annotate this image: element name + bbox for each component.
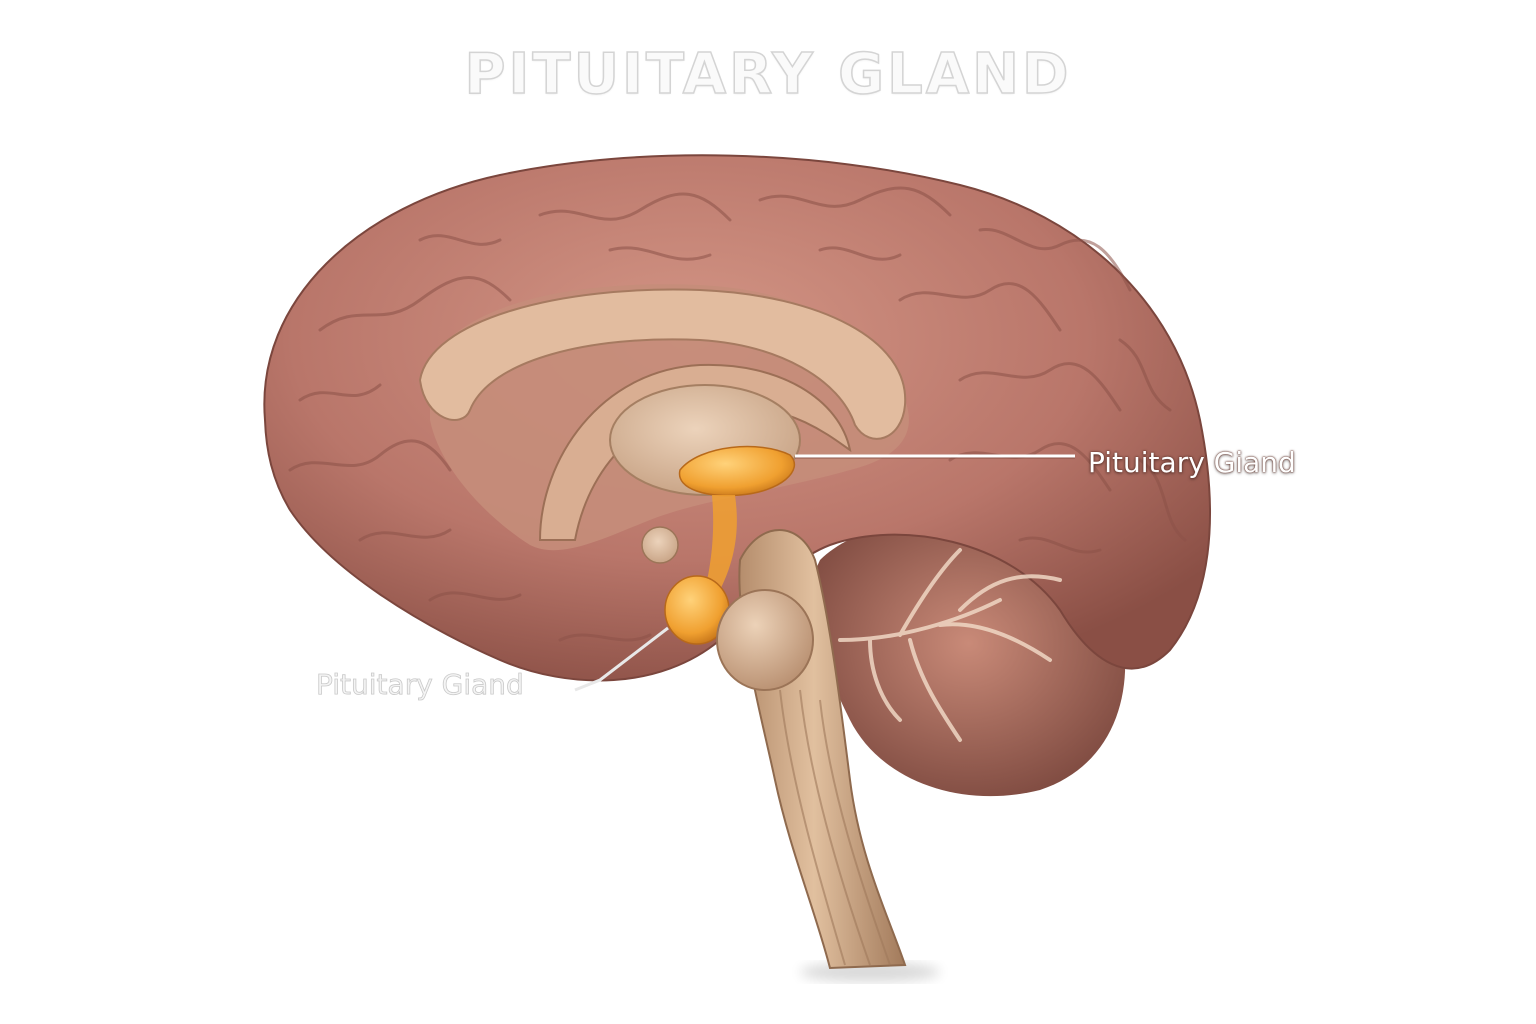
mammillary-body [641,526,679,564]
corpus-callosum [418,288,907,440]
arbor-vitae [838,548,1062,742]
pons [716,589,814,691]
label-pituitary-left: Pituitary Giand [316,668,525,702]
gyri-texture [288,186,1187,642]
brainstem-fibers [779,689,891,966]
pointer-line-left [574,626,669,692]
diagram-title: PITUITARY GLAND [464,41,1072,108]
pituitary-stalk [705,495,737,590]
upper-gland [678,445,796,497]
label-pituitary-right: Pituitary Giand [1088,446,1296,479]
